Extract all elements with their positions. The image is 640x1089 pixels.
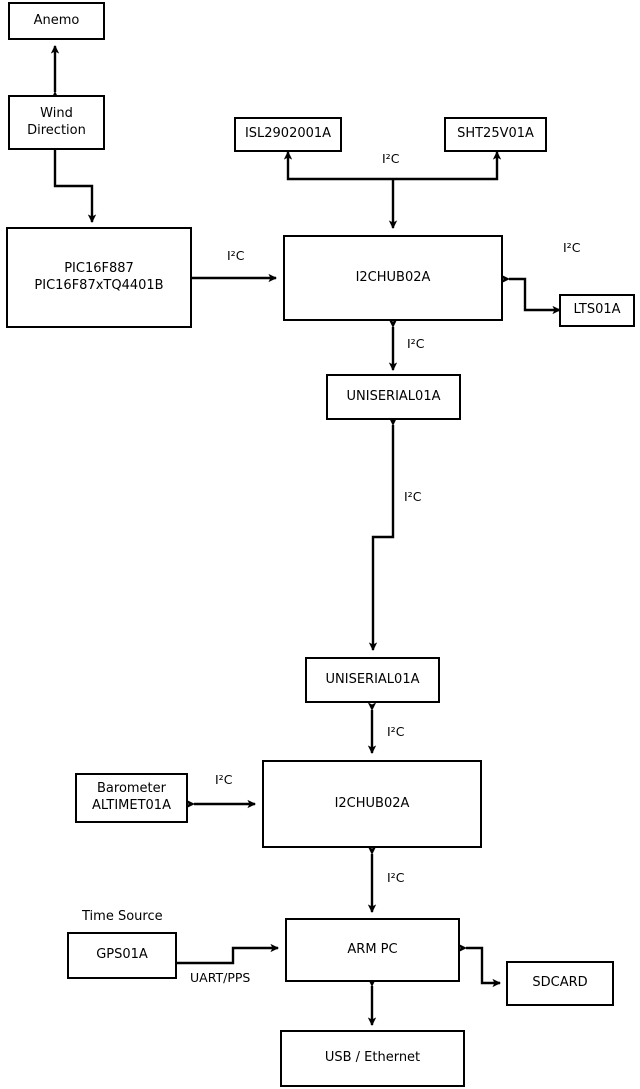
wire-wind-pic [50, 142, 97, 224]
node-anemo-label: Anemo [33, 12, 80, 28]
wire-hub-isl [283, 150, 393, 181]
edge-label-i2c-pic-hub: I²C [227, 248, 245, 263]
edge-label-i2c-hub-lts: I²C [563, 240, 581, 255]
node-isl2902001a[interactable]: ISL2902001A [234, 117, 342, 152]
node-i2chub02a-bottom[interactable]: I2CHUB02A [262, 760, 482, 848]
node-isl2902001a-label: ISL2902001A [244, 126, 332, 142]
edge-label-i2c-barometer-hub: I²C [215, 772, 233, 787]
node-i2chub02a-top[interactable]: I2CHUB02A [283, 235, 503, 321]
node-sdcard[interactable]: SDCARD [506, 961, 614, 1006]
node-lts01a[interactable]: LTS01A [559, 294, 635, 327]
edge-label-i2c-hub-uniserial: I²C [407, 336, 425, 351]
node-uniserial01a-top[interactable]: UNISERIAL01A [326, 374, 461, 420]
wire-hub-lts [501, 274, 562, 315]
edge-label-i2c-uniserial-link: I²C [404, 489, 422, 504]
node-i2chub02a-bottom-label: I2CHUB02A [334, 795, 410, 811]
node-uniserial01a-bottom-label: UNISERIAL01A [325, 671, 420, 687]
node-sdcard-label: SDCARD [532, 975, 588, 991]
node-i2chub02a-top-label: I2CHUB02A [355, 269, 431, 285]
node-usb-ethernet[interactable]: USB / Ethernet [280, 1030, 465, 1087]
node-wind-direction-label: Wind Direction [27, 105, 86, 138]
node-wind-direction[interactable]: Wind Direction [8, 95, 105, 150]
edge-label-i2c-top-bus: I²C [382, 151, 400, 166]
wire-gps-armpc [177, 943, 280, 965]
edge-label-i2c-uniserial-hub-bottom: I²C [387, 724, 405, 739]
node-sht25v01a[interactable]: SHT25V01A [444, 117, 547, 152]
edge-label-uart-pps: UART/PPS [190, 970, 251, 985]
edge-label-i2c-hub-armpc: I²C [387, 870, 405, 885]
wire-hub-sht [393, 150, 502, 181]
node-arm-pc-label: ARM PC [347, 941, 398, 957]
node-uniserial01a-top-label: UNISERIAL01A [346, 388, 441, 404]
node-barometer[interactable]: Barometer ALTIMET01A [75, 773, 188, 823]
node-sht25v01a-label: SHT25V01A [457, 126, 534, 142]
node-usb-ethernet-label: USB / Ethernet [324, 1050, 421, 1066]
node-anemo[interactable]: Anemo [8, 2, 105, 40]
node-lts01a-label: LTS01A [573, 302, 621, 318]
node-gps01a[interactable]: GPS01A [67, 932, 177, 979]
wire-armpc-sdcard [458, 943, 502, 988]
node-barometer-label: Barometer ALTIMET01A [92, 781, 171, 813]
node-pic-label: PIC16F887 PIC16F87xTQ4401B [34, 260, 164, 293]
node-uniserial01a-bottom[interactable]: UNISERIAL01A [305, 657, 440, 703]
node-gps01a-label: GPS01A [96, 947, 148, 963]
node-pic[interactable]: PIC16F887 PIC16F87xTQ4401B [6, 227, 192, 328]
node-arm-pc[interactable]: ARM PC [285, 918, 460, 982]
wire-uniserial-link [368, 417, 398, 652]
label-time-source: Time Source [82, 909, 163, 924]
